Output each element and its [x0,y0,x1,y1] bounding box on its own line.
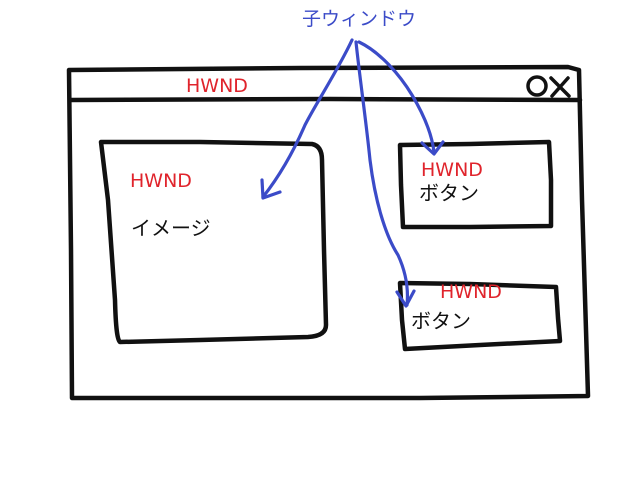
button1-hwnd-label: HWND [421,159,483,181]
button2-frame [397,280,563,352]
arrow-head-image [260,178,282,200]
button1-label: ボタン [419,181,479,205]
child-window-arrows [260,38,445,308]
arrow-to-button1 [357,40,436,154]
image-hwnd-label: HWND [130,170,192,192]
title-bar-divider [68,96,583,103]
arrow-to-image [261,38,354,199]
arrow-head-button1 [420,140,445,156]
image-child-frame [98,139,329,345]
button1-frame [397,139,554,230]
arrow-to-button2 [354,40,410,307]
close-icon [526,75,571,98]
button2-hwnd-label: HWND [440,281,502,303]
main-window-hwnd-label: HWND [186,75,248,97]
child-window-callout-label: 子ウィンドウ [302,8,417,30]
arrow-head-button2 [395,289,416,308]
main-window-frame [66,64,591,401]
image-label: イメージ [131,216,211,240]
button2-label: ボタン [411,309,471,333]
